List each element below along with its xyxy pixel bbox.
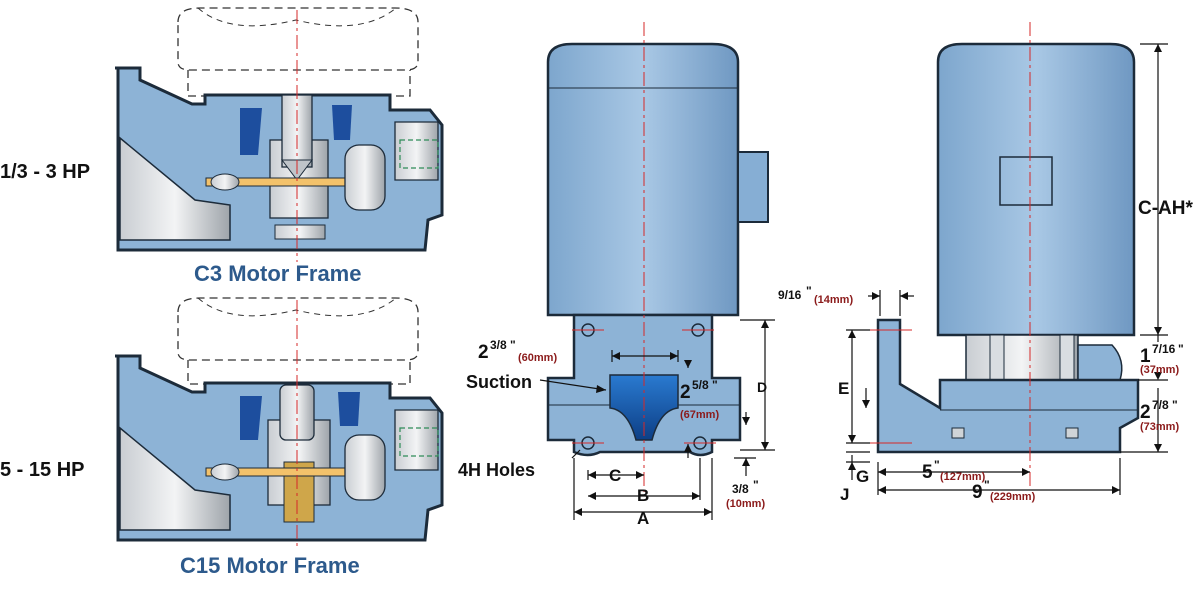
dim-9-mark: " xyxy=(984,478,990,492)
dim-5-mark: " xyxy=(934,458,940,472)
c-ah-label: C-AH* xyxy=(1138,198,1193,219)
dim-2-3-8-frac: 3/8 xyxy=(490,338,507,352)
dim-2-3-8-whole: 2 xyxy=(478,342,489,363)
dim-1-7-16-frac: 7/16 xyxy=(1152,342,1176,356)
side-view: C-AH* 9/16 " (14mm) 1 7/16 " (37mm) 2 7/… xyxy=(778,22,1193,504)
side-conduit-box xyxy=(999,156,1053,206)
letter-a: A xyxy=(637,509,649,528)
dim-1-7-16-whole: 1 xyxy=(1140,346,1151,367)
front-motor-body xyxy=(546,42,740,317)
dim-5-whole: 5 xyxy=(922,462,933,483)
letter-j: J xyxy=(840,485,849,504)
dim-1-7-16-mark: " xyxy=(1178,342,1184,356)
c3-pump-section xyxy=(115,7,444,252)
letter-e: E xyxy=(838,379,849,398)
dim-9-metric: (229mm) xyxy=(990,491,1036,503)
side-motor-body xyxy=(936,42,1136,337)
dim-2-5-8-whole: 2 xyxy=(680,382,691,403)
dim-5-metric: (127mm) xyxy=(940,471,986,483)
dim-2-5-8-metric: (67mm) xyxy=(680,409,719,421)
dim-9-16-mark: " xyxy=(806,284,812,298)
dim-3-8-metric: (10mm) xyxy=(726,498,765,510)
dim-2-3-8-mark: " xyxy=(510,338,516,352)
dim-3-8-mark: " xyxy=(753,478,759,492)
hp-label-bottom: 5 - 15 HP xyxy=(0,459,84,481)
holes-label: 4H Holes xyxy=(458,460,535,480)
hp-label-top: 1/3 - 3 HP xyxy=(0,161,90,183)
front-view: 2 3/8 " (60mm) Suction 2 5/8 " (67mm) D … xyxy=(458,22,775,528)
dim-3-8-frac: 3/8 xyxy=(732,482,749,496)
dim-2-7-8-whole: 2 xyxy=(1140,402,1151,423)
motor-dashed-outline xyxy=(177,7,419,71)
suction-label: Suction xyxy=(466,372,532,392)
dim-2-7-8-frac: 7/8 xyxy=(1152,398,1169,412)
letter-c: C xyxy=(609,466,621,485)
dim-2-7-8-mark: " xyxy=(1172,398,1178,412)
letter-g: G xyxy=(856,467,869,486)
letter-d: D xyxy=(757,379,767,395)
dim-2-5-8-mark: " xyxy=(712,378,718,392)
dim-9-16-frac: 9/16 xyxy=(778,288,802,302)
frame-label-bottom: C15 Motor Frame xyxy=(180,553,360,578)
dim-2-3-8-metric: (60mm) xyxy=(518,352,557,364)
letter-b: B xyxy=(637,486,649,505)
dim-2-5-8-frac: 5/8 xyxy=(692,378,709,392)
dim-9-whole: 9 xyxy=(972,482,983,503)
dim-2-7-8-metric: (73mm) xyxy=(1140,421,1179,433)
dim-9-16-metric: (14mm) xyxy=(814,294,853,306)
front-conduit-box xyxy=(737,151,769,223)
dim-1-7-16-metric: (37mm) xyxy=(1140,364,1179,376)
c15-pump-section xyxy=(115,297,444,542)
frame-label-top: C3 Motor Frame xyxy=(194,261,361,286)
